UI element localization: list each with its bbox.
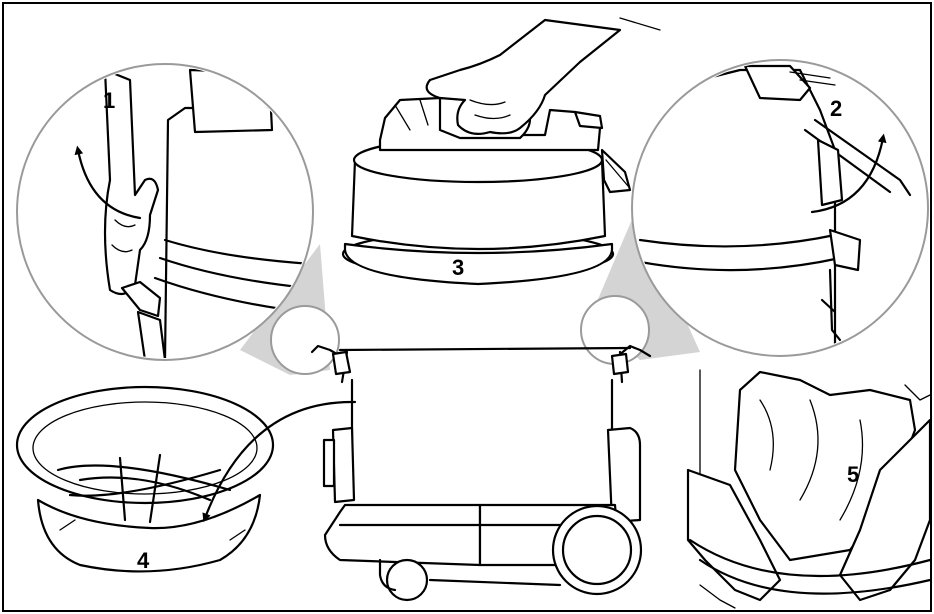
step-label-4: 4 — [137, 548, 150, 573]
bag-insertion-scene — [688, 370, 930, 608]
vacuum-body — [324, 348, 641, 600]
step-label-1: 1 — [103, 88, 115, 113]
step-label-2: 2 — [830, 96, 842, 121]
hand-lifting — [427, 18, 660, 134]
step-label-3: 3 — [452, 255, 464, 280]
step-label-5: 5 — [847, 462, 859, 487]
filter-basket — [17, 387, 273, 571]
